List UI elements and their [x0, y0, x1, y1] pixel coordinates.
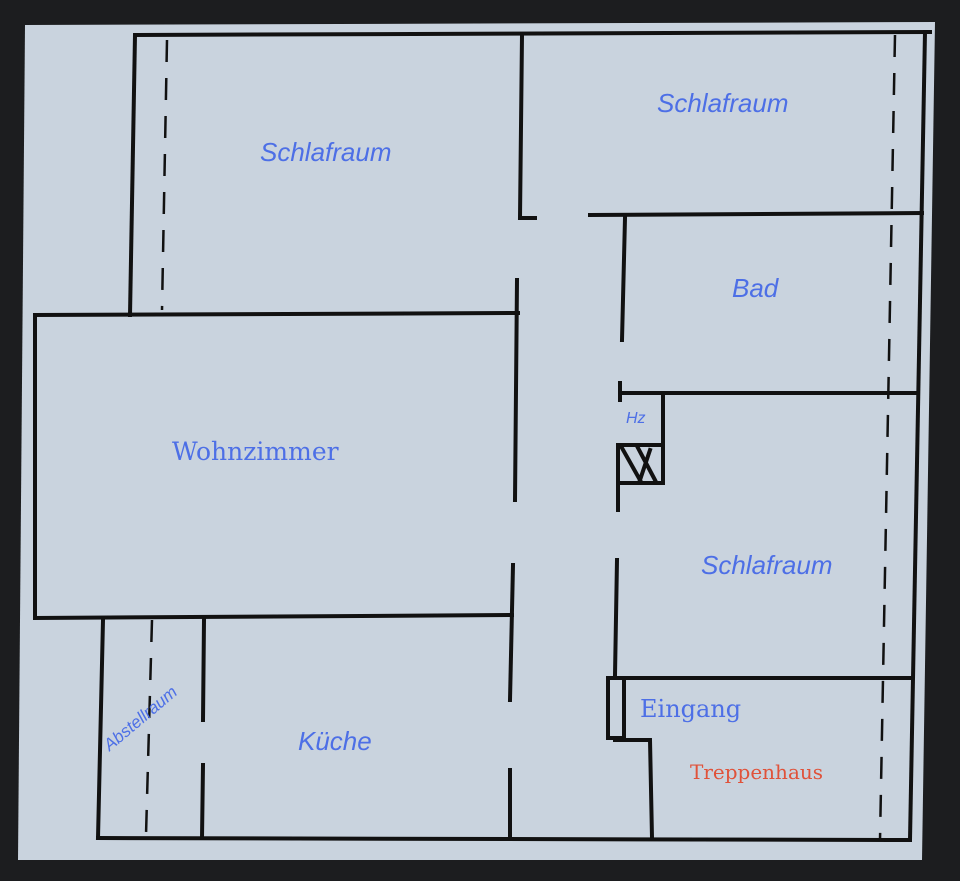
- room-label-kitchen: Küche: [298, 726, 372, 756]
- dashed-lines: [144, 34, 897, 841]
- paper-sheet: [18, 22, 935, 860]
- room-label-heating: Hz: [626, 410, 646, 427]
- room-label-entrance: Eingang: [640, 695, 742, 723]
- room-label-bedroom-top-left: Schlafraum: [260, 137, 392, 167]
- room-label-bedroom-top-right: Schlafraum: [657, 88, 789, 118]
- room-label-stairwell: Treppenhaus: [690, 760, 824, 784]
- heating-symbol: [619, 445, 658, 483]
- room-label-bedroom-right: Schlafraum: [701, 550, 833, 580]
- walls: [32, 29, 933, 843]
- room-label-living-room: Wohnzimmer: [172, 437, 339, 466]
- room-label-bathroom: Bad: [732, 273, 779, 303]
